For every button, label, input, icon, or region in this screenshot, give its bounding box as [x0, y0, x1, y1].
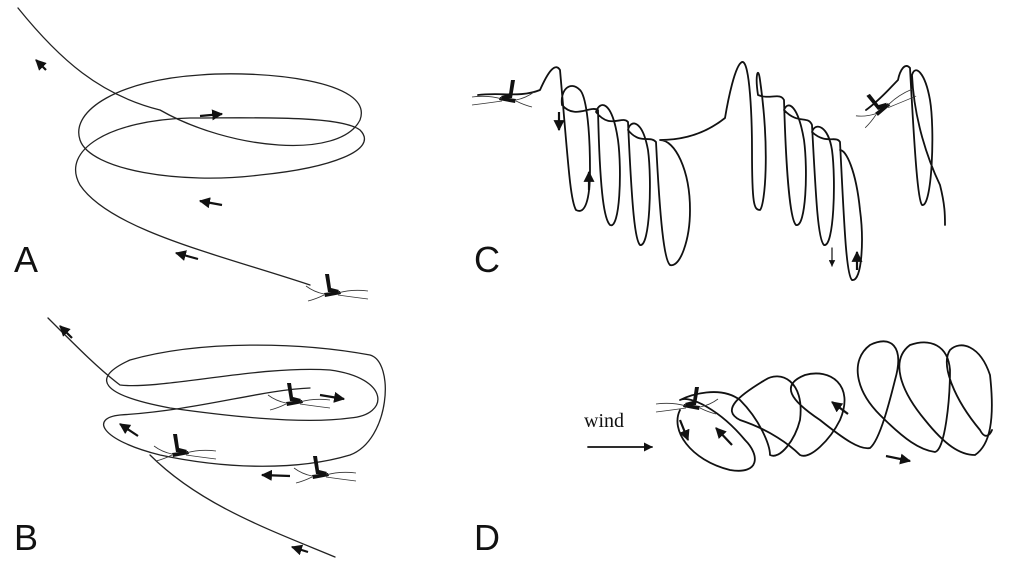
panel-d-wind-label: wind — [584, 410, 624, 432]
panel-b-arrow-5 — [292, 547, 308, 552]
panel-a-arrow-4 — [176, 253, 198, 259]
panel-b-insect-icon-1 — [268, 383, 330, 410]
panel-d-insect-icon — [656, 387, 718, 414]
panel-c-label: C — [474, 239, 500, 280]
panel-d-arrow-3 — [832, 402, 848, 414]
panel-b: B — [14, 318, 385, 558]
panel-d-label: D — [474, 517, 500, 558]
panel-d-arrow-2 — [716, 428, 732, 445]
panel-b-arrow-4 — [262, 475, 290, 476]
panel-b-insect-icon-3 — [294, 456, 356, 483]
panel-a-arrow-3 — [200, 201, 222, 205]
panel-b-label: B — [14, 517, 38, 558]
panel-d: wind D — [474, 341, 992, 558]
panel-c-insect-icon-2 — [850, 74, 917, 128]
panel-a-arrow-1 — [36, 60, 46, 70]
panel-a: A — [14, 8, 368, 301]
panel-a-arrow-2 — [200, 114, 222, 116]
panel-d-flight-path — [677, 341, 992, 470]
panel-a-label: A — [14, 239, 38, 280]
panel-a-insect-icon — [306, 274, 368, 301]
panel-b-insect-icon-2 — [154, 434, 216, 461]
panel-b-arrow-3 — [120, 424, 138, 436]
panel-c-flight-path — [478, 62, 945, 280]
panel-a-flight-path — [18, 8, 364, 285]
panel-b-flight-path — [48, 318, 385, 557]
panel-d-arrow-4 — [886, 456, 910, 461]
panel-c: C — [472, 62, 945, 280]
panel-b-arrow-2 — [320, 395, 344, 399]
